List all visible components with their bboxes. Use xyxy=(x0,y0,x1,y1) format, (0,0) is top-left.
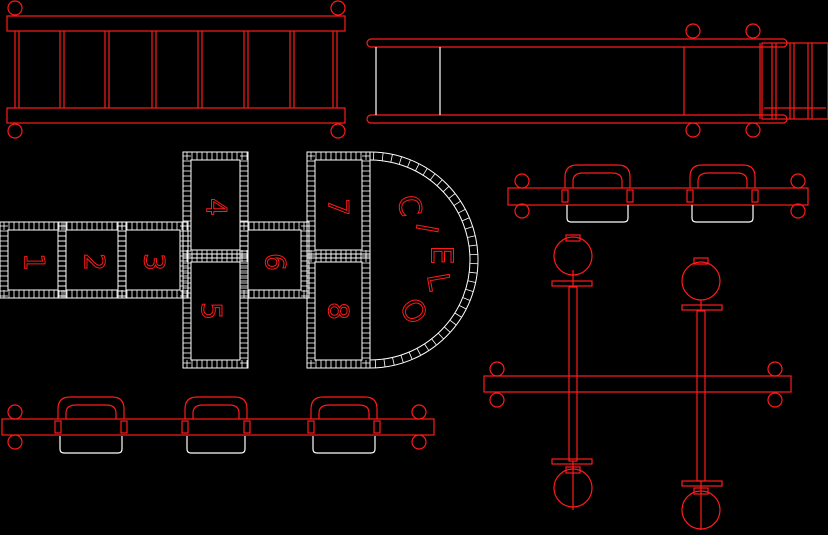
goal-letter: L xyxy=(419,271,456,294)
swing-seat xyxy=(307,396,381,454)
swing-seat xyxy=(686,164,759,223)
cell-number-label: 3 xyxy=(138,253,171,271)
swing-bench-two-seats xyxy=(507,164,809,223)
seesaw-cross-plan xyxy=(483,234,792,530)
goal-letter: E xyxy=(424,246,459,265)
cell-number-label: 5 xyxy=(195,302,228,320)
cell-number-label: 2 xyxy=(78,253,111,271)
swing-seat xyxy=(181,396,251,454)
cell-number-label: 7 xyxy=(322,198,355,216)
swing-seat xyxy=(54,396,128,454)
swing-seat xyxy=(561,164,634,223)
swing-bench-three-seats xyxy=(1,396,435,454)
ladder-plan xyxy=(6,0,346,139)
slide-plan xyxy=(366,23,828,138)
cell-number-label: 6 xyxy=(259,253,292,271)
cell-number-label: 1 xyxy=(18,253,51,271)
cell-number-label: 4 xyxy=(200,198,233,216)
cell-number-label: 8 xyxy=(322,302,355,320)
